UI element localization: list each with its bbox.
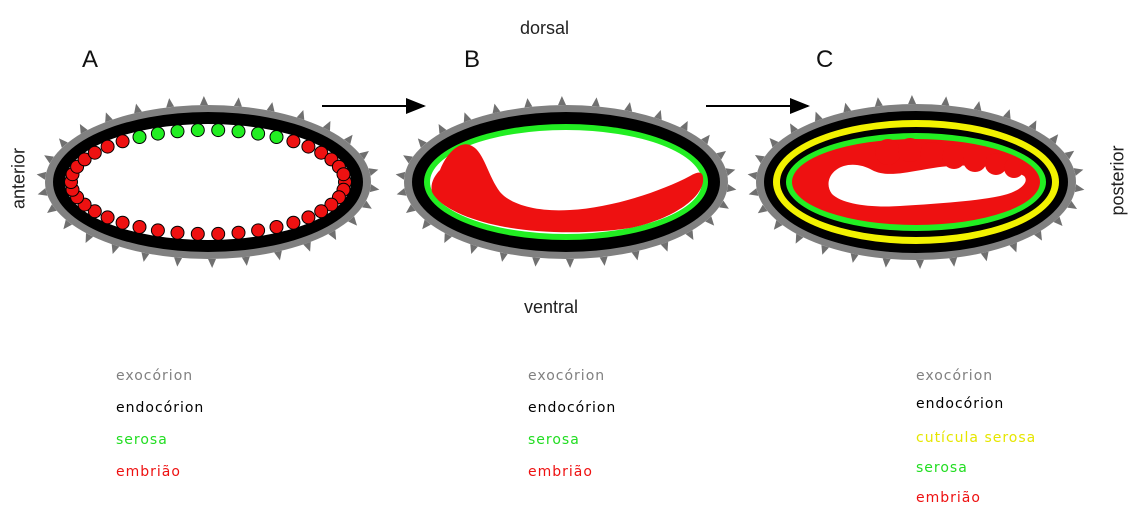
embryo-cell	[171, 226, 184, 239]
egg-c	[748, 95, 1085, 269]
embryo-cell	[116, 216, 129, 229]
legend-b-exochorion: exocórion	[528, 366, 616, 398]
embryo-cell	[88, 146, 101, 159]
legend-c: exocórion endocórion cutícula serosa ser…	[916, 366, 1036, 508]
embryo-cell	[191, 227, 204, 240]
legend-c-serosal-cuticle: cutícula serosa	[916, 428, 1036, 458]
embryo-cell	[287, 216, 300, 229]
egg-b	[396, 96, 737, 268]
legend-a-serosa: serosa	[116, 430, 204, 462]
chorion-spine	[166, 98, 174, 107]
chorion-spine	[208, 259, 216, 268]
serosa-cell	[270, 131, 283, 144]
chorion-spine	[242, 256, 250, 265]
embryo-cell	[315, 205, 328, 218]
embryo-cell	[287, 135, 300, 148]
chorion-spine	[267, 102, 275, 112]
chorion-spine	[524, 98, 532, 107]
chorion-spine	[1075, 184, 1085, 192]
serosa-cell	[191, 124, 204, 137]
chorion-spine	[727, 184, 737, 192]
embryo-cell	[302, 140, 315, 153]
chorion-spine	[500, 252, 508, 262]
egg-a	[37, 96, 380, 268]
chorion-spine	[949, 257, 957, 266]
embryo-cell	[151, 224, 164, 237]
embryo-cell	[133, 221, 146, 234]
legend-c-exochorion: exocórion	[916, 366, 1036, 394]
chorion-spine	[600, 256, 608, 265]
legend-c-embryo: embrião	[916, 488, 1036, 508]
chorion-spine	[941, 96, 949, 105]
legend-b: exocórion endocórion serosa embrião	[528, 366, 616, 494]
chorion-spine	[370, 184, 380, 192]
embryo-cell	[270, 221, 283, 234]
chorion-spine	[851, 253, 859, 263]
legend-c-endochorion: endocórion	[916, 394, 1036, 428]
chorion-spine	[141, 252, 149, 262]
chorion-spine	[566, 259, 574, 268]
legend-b-embryo: embrião	[528, 462, 616, 494]
chorion-spine	[592, 97, 600, 106]
serosa-cell	[151, 127, 164, 140]
serosa-cell	[171, 125, 184, 138]
chorion-spine	[396, 172, 406, 180]
chorion-spine	[532, 257, 540, 266]
legend-a-embryo: embrião	[116, 462, 204, 494]
embryo-cell	[337, 168, 350, 181]
embryo-cell	[302, 211, 315, 224]
serosa-cell	[212, 124, 225, 137]
chorion-spine	[916, 260, 924, 269]
legend-a: exocórion endocórion serosa embrião	[116, 366, 204, 494]
chorion-spine	[883, 258, 891, 267]
serosa-cell	[133, 131, 146, 144]
embryo-cell	[252, 224, 265, 237]
chorion-spine	[748, 172, 758, 180]
chorion-spine	[974, 101, 982, 111]
legend-b-endochorion: endocórion	[528, 398, 616, 430]
chorion-spine	[908, 95, 916, 104]
chorion-spine	[37, 172, 47, 180]
legend-b-serosa: serosa	[528, 430, 616, 462]
chorion-spine	[200, 96, 208, 105]
legend-a-exochorion: exocórion	[116, 366, 204, 398]
serosa-cell	[252, 127, 265, 140]
legend-a-endochorion: endocórion	[116, 398, 204, 430]
chorion-spine	[174, 257, 182, 266]
embryo-cell	[101, 140, 114, 153]
embryo-cell	[101, 211, 114, 224]
chorion-spine	[234, 97, 242, 106]
embryo-cell	[212, 227, 225, 240]
chorion-spine	[558, 96, 566, 105]
legend-c-serosa: serosa	[916, 458, 1036, 488]
embryo-cell	[116, 135, 129, 148]
chorion-spine	[875, 97, 883, 106]
embryo-cell	[232, 226, 245, 239]
chorion-spine	[624, 102, 632, 112]
serosa-cell	[232, 125, 245, 138]
